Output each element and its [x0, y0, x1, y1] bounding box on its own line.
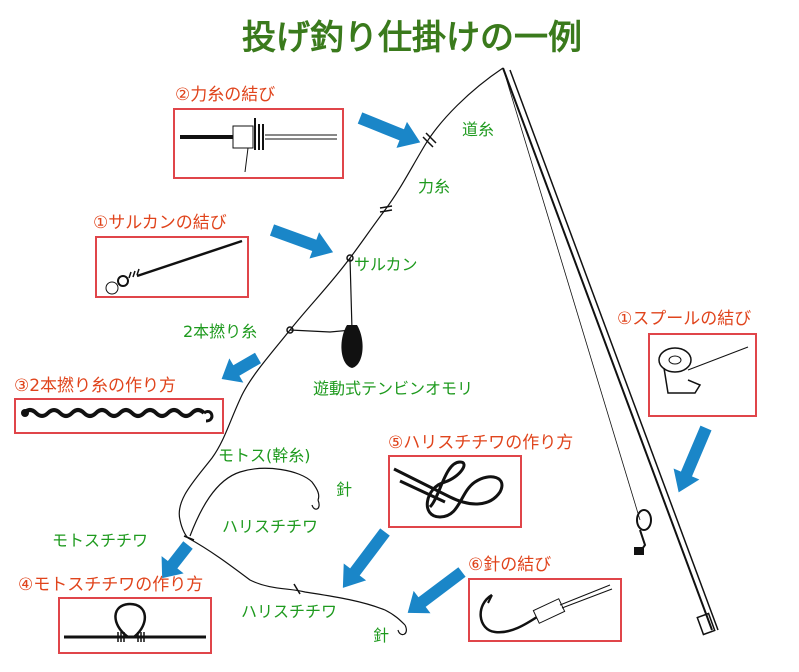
sinker: [341, 325, 363, 368]
reel: [634, 509, 652, 555]
label-chikaraito: 力糸: [418, 177, 451, 196]
heading-swivel-knot: ①サルカンの結び: [93, 213, 227, 233]
harisu-loop-panel: [388, 455, 522, 528]
chikara-knot-panel: [173, 108, 344, 179]
heading-spool-knot: ①スプールの結び: [617, 309, 752, 329]
hook-knot-panel: [468, 578, 622, 642]
heading-motosu-loop: ④モトスチチワの作り方: [18, 575, 204, 595]
label-hook-2: 針: [373, 626, 390, 645]
motosu-loop-panel: [58, 597, 212, 654]
rod: [502, 67, 719, 636]
heading-harisu-loop: ⑤ハリスチチワの作り方: [388, 433, 574, 453]
heading-chikara-knot: ②力糸の結び: [175, 85, 276, 105]
label-motosu-chichiwa: モトスチチワ: [52, 531, 149, 550]
swivel-knot-panel: [95, 236, 249, 298]
label-motosu: モトス(幹糸): [218, 446, 311, 465]
spool-knot-panel: [648, 333, 757, 417]
label-harisu-2: ハリスチチワ: [241, 602, 338, 621]
blue-arrows: [161, 112, 712, 614]
fishing-line: [178, 67, 504, 636]
knot-marks: [183, 132, 437, 595]
label-tenbin: 遊動式テンビンオモリ: [313, 379, 474, 398]
page-title: 投げ釣り仕掛けの一例: [242, 18, 582, 58]
label-harisu-1: ハリスチチワ: [222, 517, 319, 536]
label-nihon-yori: 2本撚り糸: [183, 322, 258, 341]
heading-hook-knot: ⑥針の結び: [468, 555, 552, 575]
twisted-line-panel: [14, 398, 224, 434]
label-hook-1: 針: [336, 480, 353, 499]
label-michiito: 道糸: [462, 120, 495, 139]
label-sarukan: サルカン: [354, 255, 418, 274]
heading-twisted-line: ③2本撚り糸の作り方: [14, 376, 177, 396]
